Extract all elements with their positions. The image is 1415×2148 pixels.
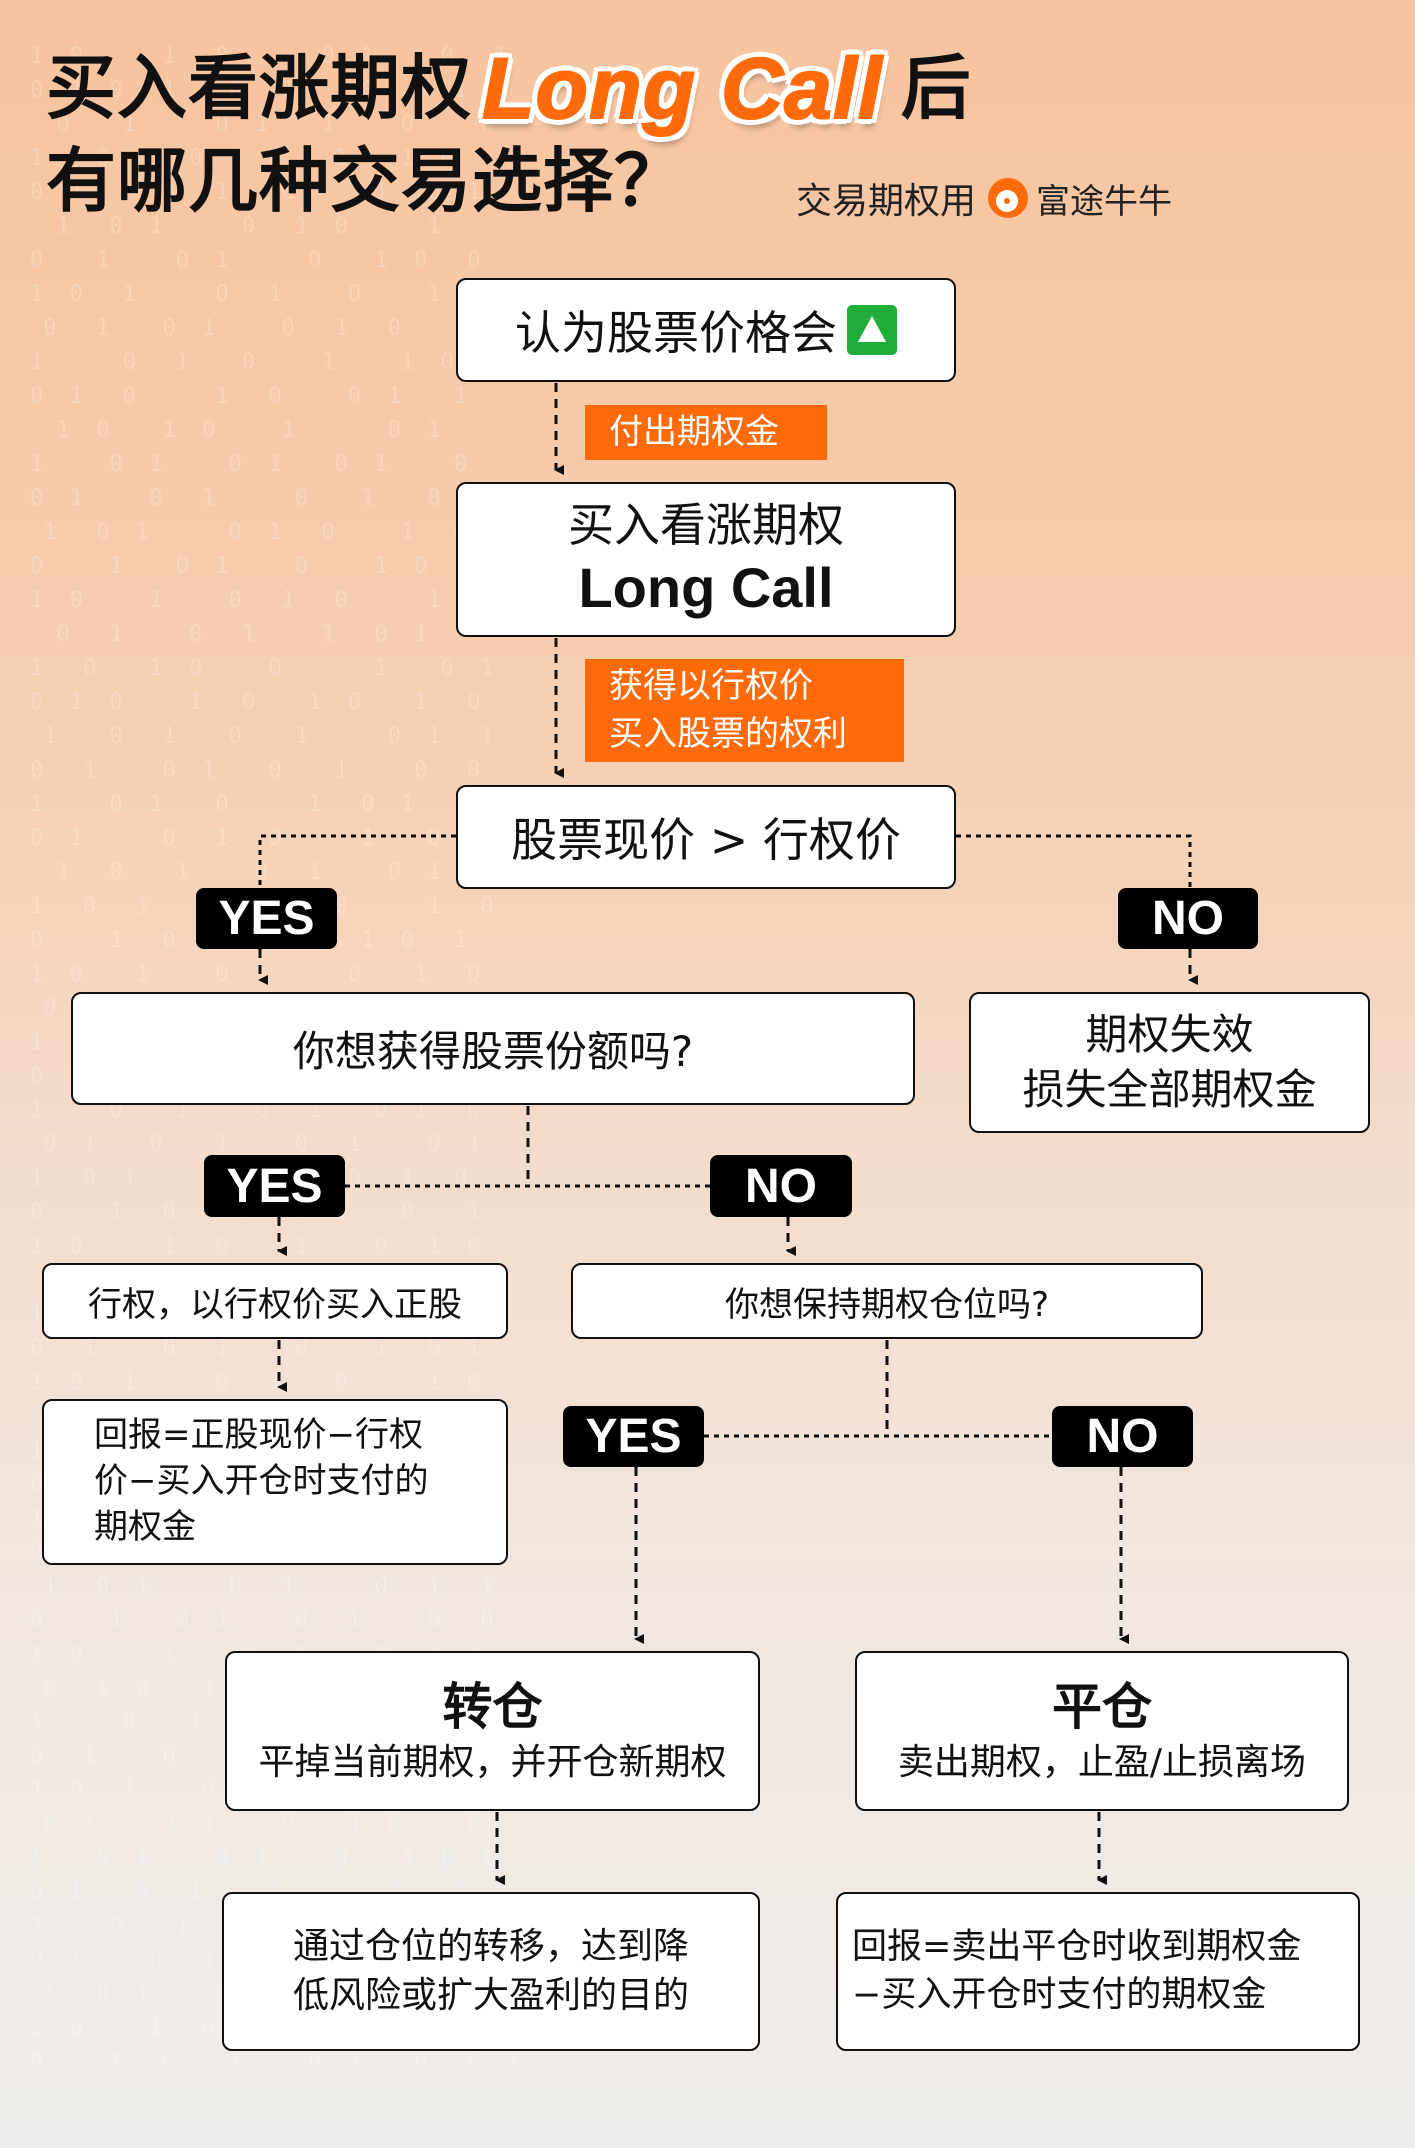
start-belief-text: 认为股票价格会 — [515, 306, 837, 360]
yes-badge-1: YES — [196, 888, 337, 949]
roll-position-box: 转仓 平掉当前期权，并开仓新期权 — [225, 1651, 760, 1811]
option-expire-line2: 损失全部期权金 — [1022, 1064, 1317, 1114]
want-shares-box: 你想获得股票份额吗? — [71, 992, 915, 1105]
close-position-desc: 卖出期权，止盈/止损离场 — [897, 1742, 1307, 1784]
buy-call-en: Long Call — [578, 555, 834, 619]
title-suffix: 后 — [900, 47, 972, 129]
exercise-return-line2: 价−买入开仓时支付的 — [94, 1461, 429, 1502]
start-belief-line: 认为股票价格会 — [515, 297, 897, 363]
exercise-box: 行权，以行权价买入正股 — [42, 1263, 508, 1339]
buy-call-cn: 买入看涨期权 — [568, 498, 844, 553]
close-return-line1: 回报=卖出平仓时收到期权金 — [852, 1927, 1302, 1968]
exercise-return-line3: 期权金 — [94, 1506, 196, 1547]
no-badge-2: NO — [710, 1155, 852, 1217]
roll-position-title: 转仓 — [442, 1678, 543, 1737]
option-expire-line1: 期权失效 — [1085, 1009, 1254, 1059]
option-expire-box: 期权失效 损失全部期权金 — [969, 992, 1370, 1133]
no-badge-1: NO — [1118, 888, 1258, 949]
yes-badge-3: YES — [563, 1406, 704, 1467]
pay-premium-text: 付出期权金 — [609, 411, 779, 452]
exercise-text: 行权，以行权价买入正股 — [88, 1284, 462, 1325]
right-to-buy-line1: 获得以行权价 — [609, 665, 813, 706]
roll-result-box: 通过仓位的转移，达到降 低风险或扩大盈利的目的 — [222, 1892, 760, 2051]
page-title-line2: 有哪几种交易选择？ — [46, 140, 685, 222]
up-triangle-icon — [847, 305, 897, 355]
want-shares-text: 你想获得股票份额吗? — [292, 1027, 694, 1076]
keep-position-box: 你想保持期权仓位吗? — [571, 1263, 1203, 1339]
start-belief-box: 认为股票价格会 — [456, 278, 956, 382]
connector-condition-left — [258, 834, 456, 888]
connector-condition-right — [956, 834, 1192, 888]
buy-call-box: 买入看涨期权 Long Call — [456, 482, 956, 637]
close-position-box: 平仓 卖出期权，止盈/止损离场 — [855, 1651, 1349, 1811]
close-position-title: 平仓 — [1052, 1678, 1152, 1737]
condition-text: 股票现价 > 行权价 — [511, 813, 901, 867]
yes-badge-2: YES — [204, 1155, 345, 1217]
close-return-line2: −买入开仓时支付的期权金 — [852, 1974, 1267, 2015]
title-prefix: 买入看涨期权 — [46, 47, 472, 129]
roll-position-desc: 平掉当前期权，并开仓新期权 — [258, 1742, 727, 1784]
futu-bull-logo-icon — [988, 178, 1029, 218]
no-badge-3: NO — [1052, 1406, 1193, 1467]
brand-slogan-text: 交易期权用 — [796, 181, 977, 222]
right-to-buy-line2: 买入股票的权利 — [609, 713, 847, 754]
right-to-buy-tag: 获得以行权价 买入股票的权利 — [585, 659, 904, 762]
exercise-return-box: 回报=正股现价−行权 价−买入开仓时支付的 期权金 — [42, 1399, 508, 1565]
condition-box: 股票现价 > 行权价 — [456, 785, 956, 889]
keep-position-text: 你想保持期权仓位吗? — [724, 1284, 1050, 1325]
brand-name: 富途牛牛 — [1036, 181, 1173, 222]
exercise-return-line1: 回报=正股现价−行权 — [94, 1415, 423, 1456]
roll-result-line1: 通过仓位的转移，达到降 — [292, 1925, 689, 1967]
brand-slogan: 交易期权用 富途牛牛 — [796, 172, 1172, 224]
roll-result-line2: 低风险或扩大盈利的目的 — [292, 1974, 689, 2016]
close-return-box: 回报=卖出平仓时收到期权金 −买入开仓时支付的期权金 — [836, 1892, 1360, 2051]
pay-premium-tag: 付出期权金 — [585, 405, 827, 460]
title-highlight-long-call: Long Call — [481, 41, 883, 137]
